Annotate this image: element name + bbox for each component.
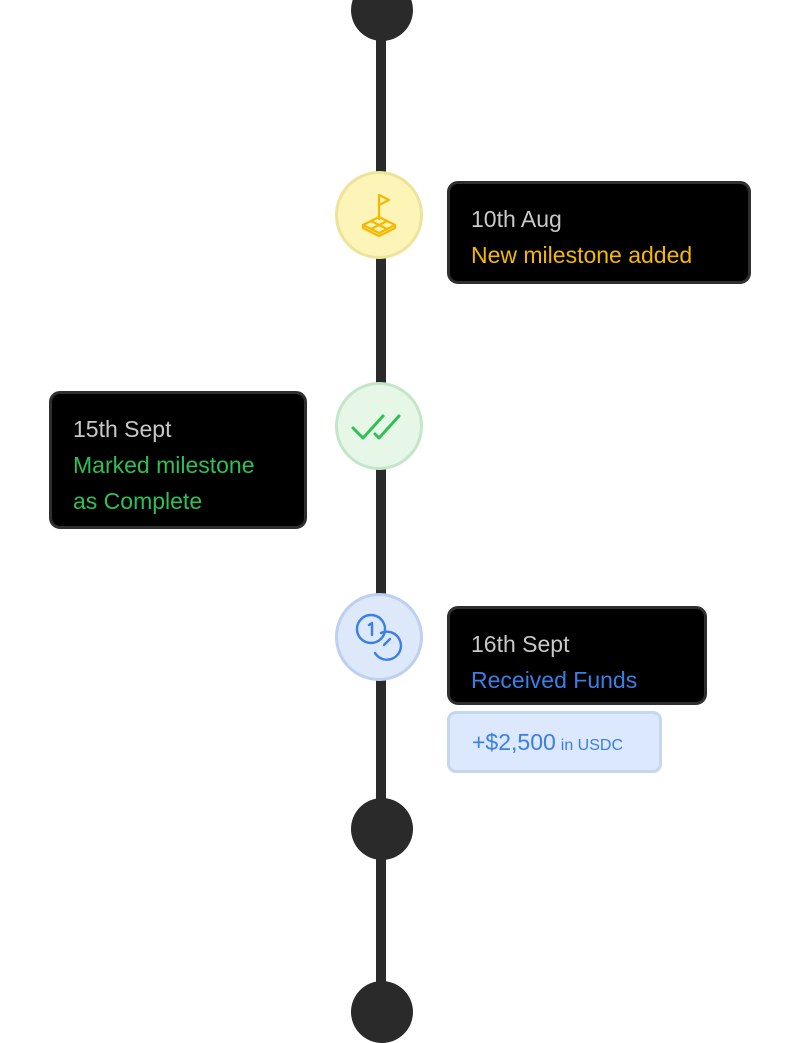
amount-badge: +$2,500 in USDC bbox=[447, 711, 662, 773]
timeline-dot bbox=[351, 798, 413, 860]
timeline-dot bbox=[351, 981, 413, 1043]
amount-currency: in USDC bbox=[560, 737, 624, 754]
event-title: Received Funds bbox=[471, 667, 638, 693]
amount-value: +$2,500 bbox=[472, 729, 556, 755]
event-date: 15th Sept bbox=[73, 416, 172, 442]
event-card-milestone-added: 10th Aug New milestone added bbox=[447, 181, 751, 284]
flag-icon bbox=[361, 193, 397, 238]
coins-icon bbox=[355, 613, 403, 661]
event-card-milestone-complete: 15th Sept Marked milestone as Complete bbox=[49, 391, 307, 529]
event-title-line1: Marked milestone bbox=[73, 452, 255, 478]
milestone-complete-node bbox=[335, 382, 423, 470]
timeline-dot bbox=[351, 0, 413, 41]
event-card-funds-received: 16th Sept Received Funds bbox=[447, 606, 707, 705]
double-check-icon bbox=[351, 414, 401, 440]
event-title-line2: as Complete bbox=[73, 488, 203, 514]
funds-received-node bbox=[335, 593, 423, 681]
timeline-line bbox=[376, 0, 386, 1031]
event-date: 10th Aug bbox=[471, 206, 562, 232]
event-date: 16th Sept bbox=[471, 631, 570, 657]
event-title: New milestone added bbox=[471, 242, 693, 268]
milestone-added-node bbox=[335, 171, 423, 259]
